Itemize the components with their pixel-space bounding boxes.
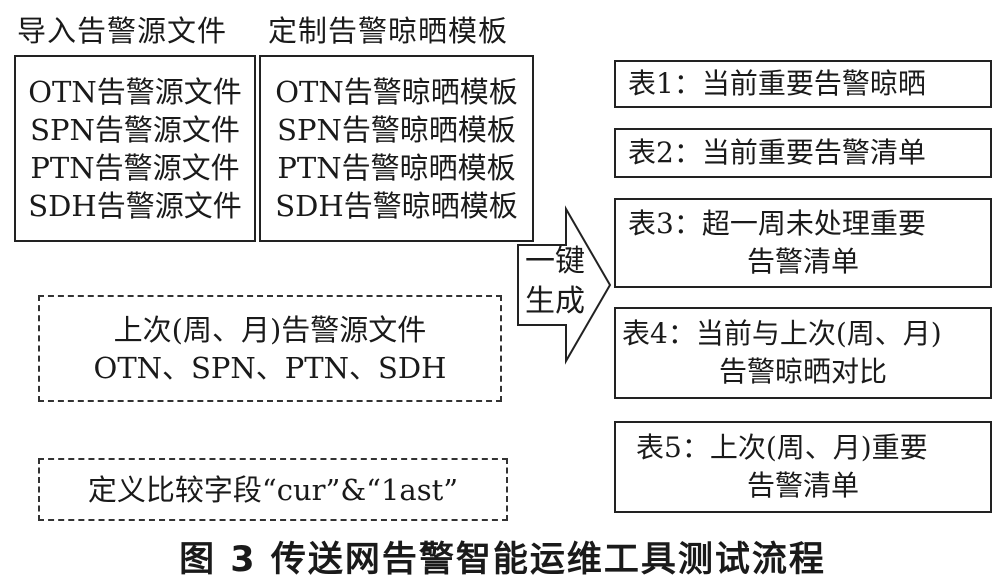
arrow-label-line2: 生成 [525, 284, 585, 319]
template-otn: OTN告警晾晒模板 [275, 74, 518, 109]
output-table-1: 表1：当前重要告警晾晒 [614, 60, 992, 108]
template-header: 定制告警晾晒模板 [268, 14, 509, 48]
previous-files-line1: 上次(周、月)告警源文件 [113, 312, 427, 347]
previous-files-box: 上次(周、月)告警源文件 OTN、SPN、PTN、SDH [38, 295, 502, 402]
generate-arrow-icon [517, 205, 612, 365]
import-header: 导入告警源文件 [17, 14, 228, 48]
output-table-4-subtitle: 告警晾晒对比 [718, 355, 887, 388]
template-sdh: SDH告警晾晒模板 [275, 188, 518, 223]
import-file-sdh: SDH告警源文件 [28, 188, 242, 223]
output-table-4-title: 表4：当前与上次(周、月) [622, 317, 942, 350]
templates-box: OTN告警晾晒模板 SPN告警晾晒模板 PTN告警晾晒模板 SDH告警晾晒模板 [259, 55, 534, 242]
output-table-3-title: 表3：超一周未处理重要 [628, 207, 926, 240]
previous-files-line2: OTN、SPN、PTN、SDH [93, 350, 447, 385]
template-spn: SPN告警晾晒模板 [277, 112, 516, 147]
output-table-2: 表2：当前重要告警清单 [614, 128, 992, 178]
compare-fields-label: 定义比较字段“cur”&“1ast” [87, 472, 459, 507]
figure-caption: 图 3 传送网告警智能运维工具测试流程 [179, 540, 826, 580]
output-table-3: 表3：超一周未处理重要 告警清单 [614, 198, 992, 288]
output-table-5-subtitle: 告警清单 [746, 469, 859, 502]
import-file-spn: SPN告警源文件 [30, 112, 240, 147]
arrow-label-line1: 一键 [525, 244, 585, 279]
output-table-2-title: 表2：当前重要告警清单 [628, 136, 926, 169]
import-file-ptn: PTN告警源文件 [30, 150, 240, 185]
output-table-3-subtitle: 告警清单 [746, 245, 859, 278]
import-files-box: OTN告警源文件 SPN告警源文件 PTN告警源文件 SDH告警源文件 [14, 55, 256, 242]
output-table-1-title: 表1：当前重要告警晾晒 [628, 67, 926, 100]
template-ptn: PTN告警晾晒模板 [277, 150, 516, 185]
compare-fields-box: 定义比较字段“cur”&“1ast” [38, 458, 508, 521]
output-table-5-title: 表5：上次(周、月)重要 [636, 431, 928, 464]
import-file-otn: OTN告警源文件 [28, 74, 242, 109]
output-table-5: 表5：上次(周、月)重要 告警清单 [614, 421, 992, 513]
generate-arrow-label: 一键 生成 [520, 242, 590, 322]
output-table-4: 表4：当前与上次(周、月) 告警晾晒对比 [614, 307, 992, 399]
